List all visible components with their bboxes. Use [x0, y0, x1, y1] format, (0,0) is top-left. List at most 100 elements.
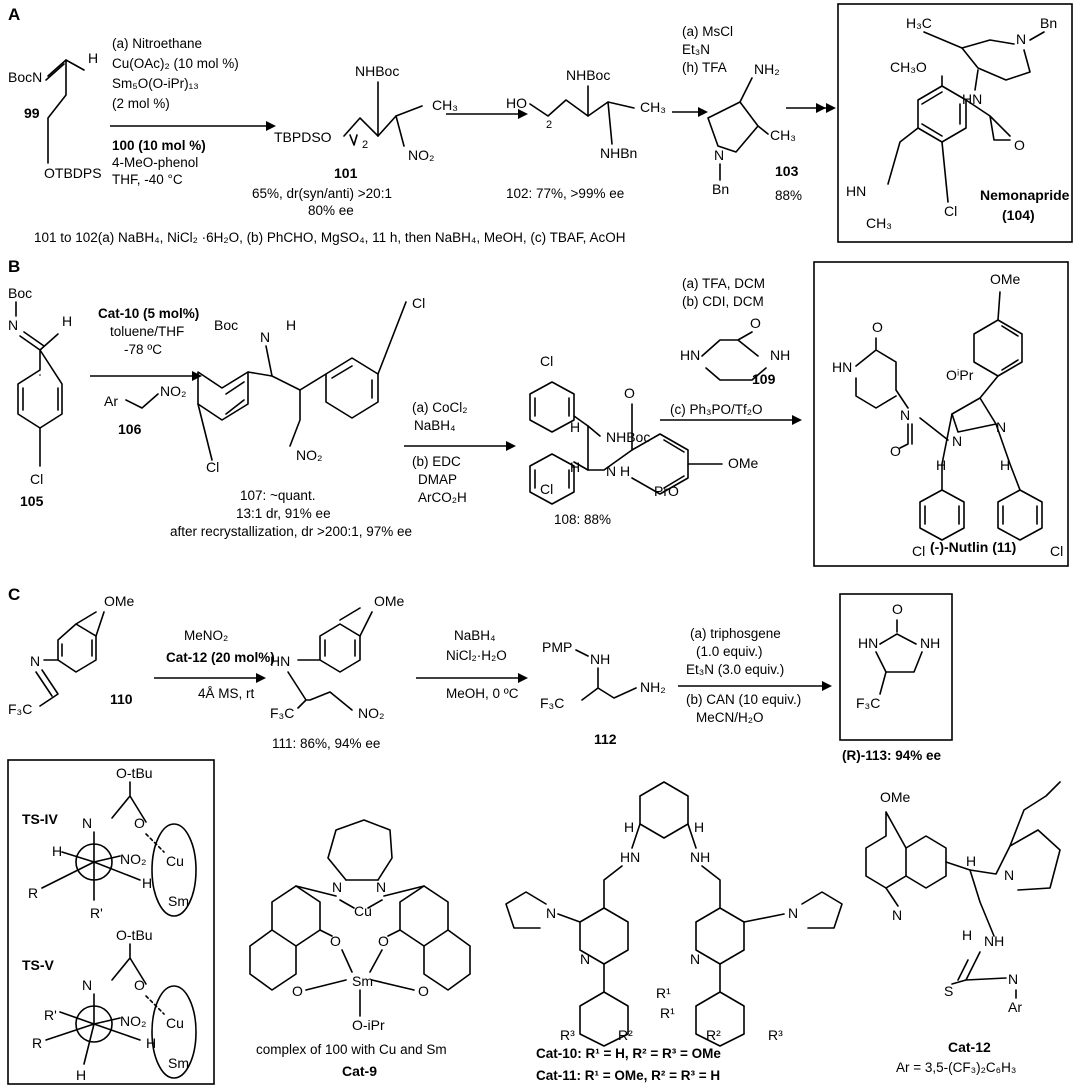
cat9-o2: O — [378, 933, 389, 949]
c113-ring — [875, 619, 923, 695]
c107-aryl2 — [325, 357, 379, 419]
cat9-ar2-b — [423, 929, 471, 991]
c11-ar2 — [997, 489, 1043, 541]
r113-box — [839, 593, 953, 741]
c110-ome: OMe — [104, 593, 135, 609]
c1-cond-0: MeNO₂ — [184, 628, 228, 643]
c99-h: H — [88, 50, 98, 66]
tsv-h1: H — [146, 1035, 156, 1051]
cat10-cyclohexane — [639, 781, 689, 839]
c101-sub: 2 — [362, 139, 368, 151]
cat10-caption1: Cat-10: R¹ = H, R² = R³ = OMe — [536, 1046, 721, 1061]
cat-10: H H HN NH N N N N R¹ R¹ R² R² R³ R³ Cat-… — [505, 781, 843, 1083]
c99-otbdps: OTBDPS — [44, 165, 102, 181]
cat12-ar: Ar — [1008, 999, 1022, 1015]
c105-label: 105 — [20, 493, 44, 509]
c11-n1: N — [900, 407, 910, 423]
cat10-r1a: R¹ — [656, 985, 671, 1001]
tsiv-rp: R' — [90, 905, 103, 921]
c103-ch3-bond — [757, 125, 769, 135]
compound-112: PMP NH F₃C NH₂ 112 — [540, 639, 666, 747]
cat12-nh2: NH — [984, 933, 1004, 949]
c102-nhbn-bond — [607, 101, 613, 145]
cat10-quinoline-left — [579, 865, 629, 965]
c107-cl2: Cl — [206, 459, 219, 475]
c106-label: 106 — [118, 421, 142, 437]
c104-nh-bond — [974, 69, 979, 91]
c112-nh2: NH₂ — [640, 679, 666, 695]
c113-o: O — [892, 601, 903, 617]
c11-ome-bond — [997, 291, 1001, 321]
cat10-quinoline-right-b — [695, 963, 745, 1047]
c103-yield: 88% — [775, 188, 802, 203]
cat12-nh1: H — [962, 927, 972, 943]
cat10-n3: N — [690, 951, 700, 967]
cat9-sm: Sm — [352, 973, 373, 989]
arrowhead-a3 — [698, 107, 708, 117]
c107-cl1: Cl — [412, 295, 425, 311]
compound-r113: O HN NH F₃C — [856, 601, 940, 711]
arrowhead-c3 — [822, 681, 832, 691]
cat9-caption: complex of 100 with Cu and Sm — [256, 1042, 447, 1057]
cat9-label: Cat-9 — [342, 1063, 377, 1079]
c104-bn-bond — [1029, 31, 1045, 41]
cat10-h1: H — [624, 819, 634, 835]
section-label-c: C — [8, 585, 20, 604]
c99-bocn: BocN — [8, 69, 42, 85]
cat9-metal-bonds — [305, 929, 415, 1017]
c112-f3c: F₃C — [540, 695, 564, 711]
c108-ar1-link — [573, 415, 589, 427]
c108-h3: H — [620, 463, 630, 479]
c11-opr: OⁱPr — [946, 367, 974, 383]
cat12-n1: N — [1004, 867, 1014, 883]
c109-nh: NH — [770, 347, 790, 363]
c112-nh: NH — [590, 651, 610, 667]
c11-cl1: Cl — [912, 543, 925, 559]
cat12-ome: OMe — [880, 789, 911, 805]
c104-benzene — [917, 85, 967, 143]
c101-ch3: CH₃ — [432, 97, 458, 113]
c11-ar2-inner — [1002, 505, 1038, 525]
cat9-o4: O — [418, 983, 429, 999]
compound-110: OMe N F₃C 110 — [8, 593, 135, 717]
c11-aryl-link — [979, 375, 999, 399]
c108-nhboc: NHBoc — [606, 429, 650, 445]
c11-ar-top — [973, 319, 1023, 377]
compound-101: TBPDSO NHBoc CH₃ NO₂ 2 101 — [274, 63, 458, 181]
c102-ch3: CH₃ — [640, 99, 666, 115]
ts-v: O-tBu TS-V N O R' NO₂ Cu R H H Sm — [22, 927, 197, 1083]
tsv-o: O — [134, 977, 145, 993]
arrowhead-b2 — [506, 441, 516, 451]
nutlin-box — [813, 261, 1069, 567]
a1-cond-0: (a) Nitroethane — [112, 36, 202, 51]
c113-hn: HN — [858, 635, 878, 651]
c104-name: Nemonapride — [980, 187, 1070, 203]
c108-o: O — [624, 385, 635, 401]
arrowhead-a2 — [518, 109, 528, 119]
c111-ring-inner — [324, 639, 356, 657]
compound-108: Cl Cl H H NHBoc N H O PrO OMe — [529, 353, 759, 505]
c101-tbdpso: TBPDSO — [274, 129, 332, 145]
c107-aryl2-inner — [331, 365, 373, 399]
c104-h3c: H₃C — [906, 15, 932, 31]
cat9-o1: O — [330, 933, 341, 949]
arrowhead-c1 — [256, 673, 266, 683]
c110-imine — [35, 659, 59, 707]
c102-chain — [529, 99, 635, 117]
c112-chain — [575, 649, 637, 701]
c108-nh: N — [606, 463, 616, 479]
c108-h1: H — [570, 419, 580, 435]
c11-cl2: Cl — [1050, 543, 1063, 559]
cat10-r1b: R¹ — [660, 1005, 675, 1021]
tsv-bonds — [93, 943, 147, 1025]
c107-no2: NO₂ — [296, 447, 322, 463]
cat-12: OMe H N N H NH S N Ar Cat-12 Ar = 3,5-(C… — [865, 781, 1061, 1075]
c107-cl1-bond — [377, 301, 407, 375]
cat9-cyclohexane — [327, 819, 393, 881]
cat12-link — [945, 861, 995, 937]
c109-ring — [701, 331, 767, 381]
compound-106: Ar NO₂ 106 — [104, 383, 186, 437]
c111-no2: NO₂ — [358, 705, 384, 721]
c110-ring — [57, 611, 97, 673]
tsiv-ellipse — [151, 823, 197, 917]
